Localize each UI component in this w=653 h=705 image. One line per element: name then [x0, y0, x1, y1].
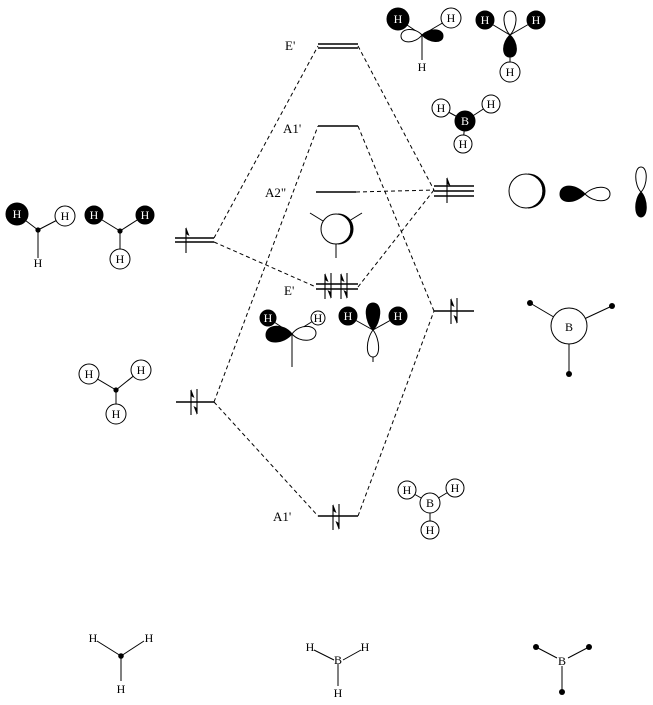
atom-h: H: [394, 12, 403, 26]
label-e-lower: E': [284, 283, 294, 298]
atom-h: H: [506, 65, 515, 79]
b-2s-orbital: B: [527, 300, 615, 377]
b-pz-orbital: [508, 173, 546, 209]
h3-a1-orbital: H H H: [78, 359, 152, 425]
electron-up-arrow: [185, 226, 191, 254]
atom-h: H: [306, 640, 315, 654]
atom-h: H: [61, 209, 70, 223]
atom-h: H: [437, 101, 446, 115]
atom-b: B: [565, 320, 573, 334]
atom-b: B: [334, 653, 342, 667]
atom-h: H: [314, 311, 323, 325]
b-px-orbital: [559, 185, 611, 202]
electron-up-arrow: [324, 272, 330, 300]
atom-h: H: [459, 137, 468, 151]
atom-h: H: [34, 256, 43, 270]
atom-h: H: [451, 481, 460, 495]
atom-h: H: [481, 13, 490, 27]
bh3-molecule-structure: H B H H: [306, 640, 370, 700]
atom-h: H: [117, 682, 126, 696]
atom-h: H: [90, 208, 99, 222]
h3-e-level: [175, 226, 214, 254]
atom-h: H: [145, 631, 154, 645]
atom-h: H: [112, 407, 121, 421]
atom-h: H: [344, 309, 353, 323]
correlation-lines: [213, 45, 435, 517]
level-e-upper: [318, 43, 358, 49]
b-2p-level: [434, 176, 474, 204]
mo-e-lower-orbital-2: H H: [338, 302, 408, 362]
bh3-a1-lower-orbital: H H H B: [397, 478, 465, 540]
h3-fragment-structure: H H H: [89, 631, 154, 696]
h3-e-orbital-1: H H H: [5, 202, 76, 270]
electron-up-arrow: [340, 272, 346, 300]
label-a1-lower: A1': [273, 509, 291, 524]
mo-a2pp-orbital: [309, 212, 363, 258]
atom-h: H: [426, 523, 435, 537]
electron-down-arrow: [342, 272, 348, 300]
label-e-upper: E': [285, 38, 295, 53]
electron-up-arrow: [332, 503, 338, 531]
atom-h: H: [532, 13, 541, 27]
atom-h: H: [487, 97, 496, 111]
atom-h: H: [13, 207, 22, 221]
atom-b: B: [426, 496, 434, 510]
atom-h: H: [116, 252, 125, 266]
electron-down-arrow: [334, 503, 340, 531]
bh3-e-upper-orbital-1: H H H: [386, 7, 462, 74]
atom-h: H: [403, 483, 412, 497]
mo-e-lower-orbital-1: H H: [259, 309, 326, 367]
label-a1-upper: A1': [283, 121, 301, 136]
bh3-e-upper-orbital-2: H H H: [475, 10, 546, 83]
atom-h: H: [141, 208, 150, 222]
atom-b: B: [461, 114, 469, 128]
atom-h: H: [447, 11, 456, 25]
h3-a1-level: [176, 388, 214, 416]
label-a2pp: A2": [265, 185, 286, 200]
atom-h: H: [264, 311, 273, 325]
level-e-lower: [316, 272, 358, 300]
atom-h: H: [89, 631, 98, 645]
bh3-a1-upper-orbital: H H H B: [431, 94, 501, 154]
b-py-orbital: [635, 166, 647, 218]
atom-h: H: [85, 367, 94, 381]
b-2s-level: [434, 297, 474, 325]
h3-e-orbital-2: H H H: [84, 205, 155, 270]
atom-h: H: [394, 309, 403, 323]
atom-h: H: [418, 60, 427, 74]
electron-up-arrow: [446, 176, 452, 204]
level-a1-lower: [318, 503, 358, 531]
atom-h: H: [361, 640, 370, 654]
atom-h: H: [137, 363, 146, 377]
electron-down-arrow: [326, 272, 332, 300]
b-atom-structure: B: [533, 644, 592, 695]
atom-h: H: [334, 686, 343, 700]
atom-b: B: [558, 654, 566, 668]
